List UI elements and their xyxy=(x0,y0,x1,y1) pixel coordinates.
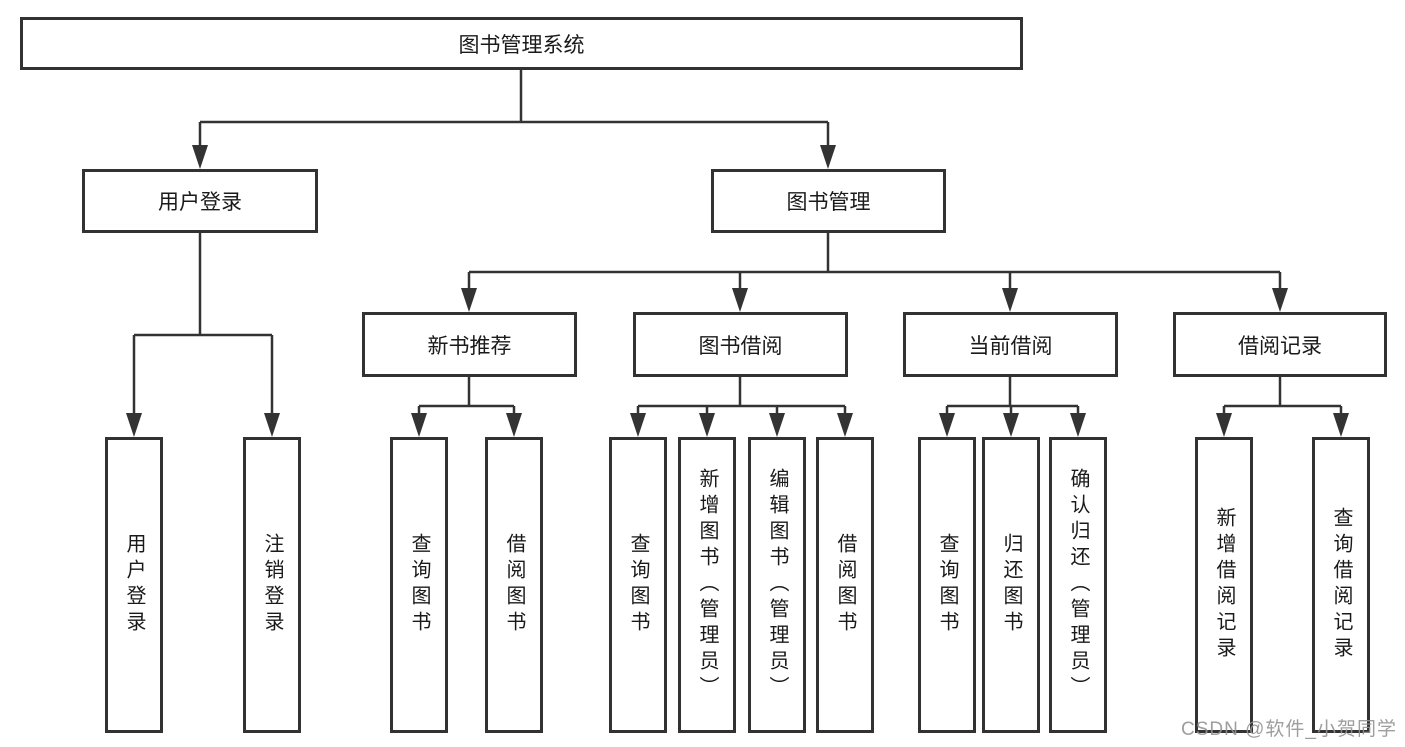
node-label: 图书管理系统 xyxy=(458,33,585,57)
node-borrowing-records: 借阅记录 xyxy=(1173,312,1387,377)
node-label: 图书借阅 xyxy=(698,334,783,358)
node-book-management: 图书管理 xyxy=(711,169,946,233)
node-label: 借阅记录 xyxy=(1238,334,1322,358)
node-user-login: 用户登录 xyxy=(82,169,318,233)
leaf-query-books-borrowing: 查询图书 xyxy=(609,437,667,733)
leaf-confirm-return-admin: 确认归还（管理员） xyxy=(1049,437,1107,733)
leaf-logout: 注销登录 xyxy=(243,437,301,733)
node-new-book-recommend: 新书推荐 xyxy=(362,312,577,377)
leaf-user-login: 用户登录 xyxy=(105,437,163,733)
node-label: 当前借阅 xyxy=(968,334,1053,358)
leaf-add-borrow-record: 新增借阅记录 xyxy=(1195,437,1253,733)
node-library-management-system: 图书管理系统 xyxy=(20,17,1023,70)
leaf-query-books-current: 查询图书 xyxy=(918,437,976,733)
leaf-return-books: 归还图书 xyxy=(982,437,1040,733)
node-label: 新书推荐 xyxy=(427,334,512,358)
leaf-add-books-admin: 新增图书（管理员） xyxy=(678,437,736,733)
node-current-borrowing: 当前借阅 xyxy=(903,312,1118,377)
node-book-borrowing: 图书借阅 xyxy=(633,312,848,377)
node-label: 用户登录 xyxy=(158,191,242,214)
leaf-edit-books-admin: 编辑图书（管理员） xyxy=(748,437,806,733)
leaf-query-borrow-record: 查询借阅记录 xyxy=(1312,437,1370,733)
csdn-watermark: CSDN @软件_小贺同学 xyxy=(1181,719,1397,740)
leaf-borrow-books-recommend: 借阅图书 xyxy=(485,437,543,733)
leaf-borrow-books: 借阅图书 xyxy=(816,437,874,733)
leaf-query-books-recommend: 查询图书 xyxy=(390,437,448,733)
node-label: 图书管理 xyxy=(786,191,871,214)
